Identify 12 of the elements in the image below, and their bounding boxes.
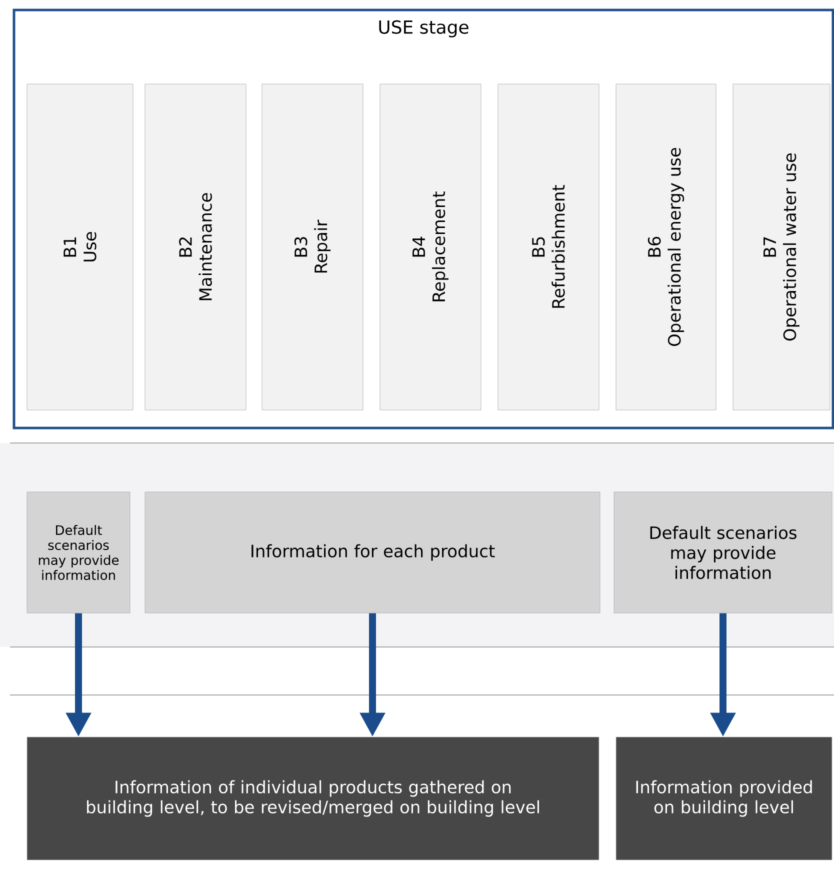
module-box: B5 Refurbishment	[498, 84, 600, 410]
module-box: B1 Use	[26, 84, 134, 410]
info-box: Information for each product	[144, 492, 600, 614]
info-box: Default scenarios may provide information	[26, 492, 130, 614]
module-box: B2 Maintenance	[144, 84, 246, 410]
module-box: B6 Operational energy use	[616, 84, 716, 410]
module-box: B7 Operational water use	[732, 84, 830, 410]
module-box: B4 Replacement	[380, 84, 482, 410]
module-box: B3 Repair	[262, 84, 364, 410]
result-box: Information provided on building level	[616, 736, 832, 860]
result-box: Information of individual products gathered on building level, to be revised/merged on building level	[26, 736, 600, 860]
info-box: Default scenarios may provide information	[614, 492, 832, 614]
